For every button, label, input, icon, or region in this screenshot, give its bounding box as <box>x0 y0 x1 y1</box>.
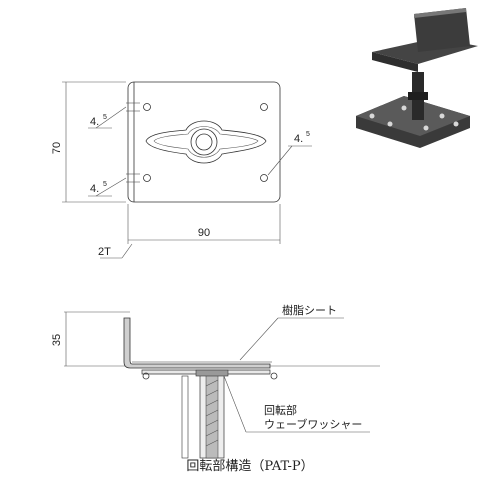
hole-dim-right-sup: 5 <box>306 131 310 138</box>
center-boss-hole <box>195 133 213 151</box>
hole-dim-lower-sup: 5 <box>103 181 107 188</box>
hole-top-left <box>143 103 151 111</box>
hole-dim-lower: 4. <box>90 183 99 195</box>
wave-washer <box>195 369 229 377</box>
hole-bottom-right <box>260 174 268 182</box>
hole-dim-right: 4. <box>294 133 303 145</box>
label-resin-sheet: 樹脂シート <box>282 303 337 317</box>
label-wave-washer: ウェーブワッシャー <box>264 417 362 431</box>
thickness-dim-2t: 2T <box>98 246 111 258</box>
hole-dim-upper: 4. <box>90 116 99 128</box>
photo-vertical-flange <box>414 8 470 52</box>
hole-top-right <box>260 103 268 111</box>
plate-top-view: 70 90 4. 5 4. 5 4. 5 2T <box>51 81 312 259</box>
center-boss-ring <box>190 128 218 156</box>
center-slot-inner <box>153 126 259 158</box>
section-height-dim-35: 35 <box>51 334 63 346</box>
hole-bottom-left <box>143 174 151 182</box>
center-slot-shape <box>145 120 267 164</box>
l-bracket <box>123 317 271 369</box>
section-view: 35 樹脂シート 回転部 ウェーブワッシャー <box>51 303 380 459</box>
label-rotating-part: 回転部 <box>264 403 297 417</box>
width-dim-90: 90 <box>198 227 210 239</box>
hole-dim-upper-sup: 5 <box>103 114 107 121</box>
product-photo <box>356 8 478 148</box>
figure-caption: 回転部構造（PAT-P） <box>186 459 314 474</box>
height-dim-70: 70 <box>51 142 63 154</box>
plate-outline <box>127 81 281 203</box>
